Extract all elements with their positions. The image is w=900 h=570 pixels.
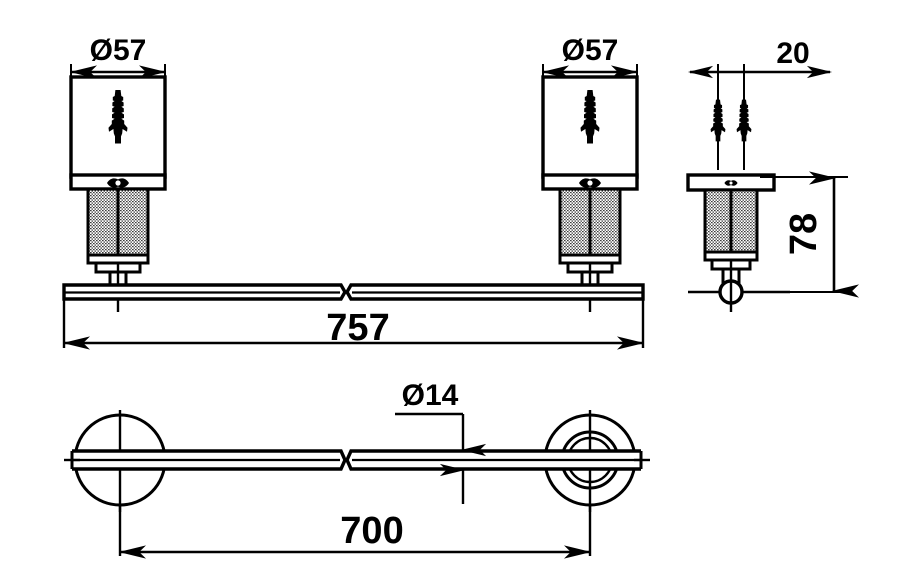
dimension-dia14: Ø14 — [395, 379, 487, 504]
dimension-dia57-left: Ø57 — [69, 34, 167, 80]
side-mount-nut-icon — [724, 180, 738, 186]
dimension-700: 700 — [118, 505, 592, 559]
front-view-right-mount: Ø57 — [541, 34, 639, 312]
dimension-label-dia57-right: Ø57 — [562, 34, 619, 67]
dimension-label-20: 20 — [776, 37, 809, 70]
side-view-mount: 20 78 — [686, 37, 860, 312]
plan-view: Ø14 700 — [64, 379, 650, 559]
right-mount-nut-icon — [579, 178, 601, 188]
dimension-78: 78 — [745, 171, 860, 298]
front-view-bar — [62, 283, 645, 301]
left-mount-nut-icon — [107, 178, 129, 188]
dimension-label-757: 757 — [326, 307, 389, 349]
dimension-757: 757 — [62, 285, 645, 350]
front-view-left-mount: Ø57 — [69, 34, 167, 312]
dimension-20: 20 — [687, 37, 833, 170]
dimension-label-dia57-left: Ø57 — [90, 34, 147, 67]
dimension-label-78: 78 — [783, 213, 825, 255]
dimension-label-dia14: Ø14 — [402, 379, 459, 412]
dimension-label-700: 700 — [340, 510, 403, 552]
